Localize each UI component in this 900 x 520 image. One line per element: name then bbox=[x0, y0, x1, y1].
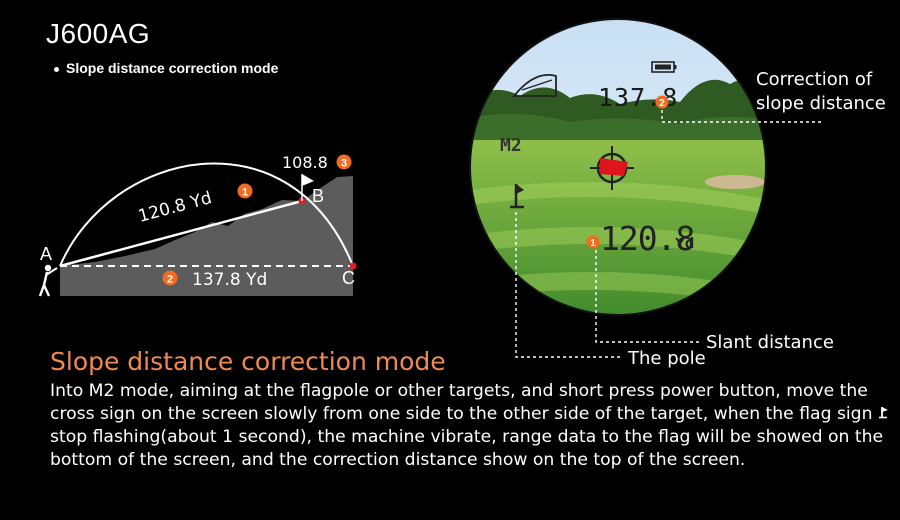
section-description: Into M2 mode, aiming at the flagpole or … bbox=[50, 380, 895, 472]
scope-unit: Yd bbox=[675, 235, 694, 252]
flag-value-label: 108.8 bbox=[282, 153, 328, 172]
scope-badge-1-number: 1 bbox=[590, 238, 596, 249]
golfer-icon bbox=[38, 264, 58, 297]
slant-callout: Slant distance bbox=[706, 332, 834, 353]
point-b-label: B bbox=[312, 186, 324, 206]
badge-3 bbox=[336, 154, 352, 170]
badge-2 bbox=[162, 270, 178, 286]
horizontal-value-label: 137.8 Yd bbox=[192, 270, 267, 290]
description-part2: stop flashing(about 1 second), the machi… bbox=[50, 427, 884, 470]
bullet-icon bbox=[54, 66, 59, 72]
flag-icon bbox=[302, 174, 314, 186]
slant-leader bbox=[595, 250, 700, 343]
scope-badge-2-number: 2 bbox=[659, 98, 665, 109]
pole-flag-icon bbox=[510, 184, 524, 209]
scope-badge-2 bbox=[655, 95, 669, 109]
badge-2-number: 2 bbox=[167, 274, 173, 286]
badge-3-number: 3 bbox=[341, 158, 347, 170]
mode-subtitle-text: Slope distance correction mode bbox=[66, 60, 279, 76]
correction-leader bbox=[661, 110, 822, 123]
page-title: J600AG bbox=[46, 18, 151, 49]
badge-1-number: 1 bbox=[242, 187, 248, 199]
point-c-label: C bbox=[342, 268, 355, 288]
badge-1 bbox=[237, 183, 253, 199]
slope-icon bbox=[512, 74, 557, 97]
slant-line bbox=[59, 199, 303, 268]
scope-mode-label: M2 bbox=[500, 135, 522, 156]
pole-callout: The pole bbox=[628, 348, 706, 369]
pole-leader bbox=[515, 212, 622, 358]
point-a-label: A bbox=[40, 244, 52, 264]
correction-callout-line2: slope distance bbox=[756, 93, 886, 114]
point-c-marker bbox=[349, 262, 357, 270]
scope-bottom-reading: 120.8 bbox=[600, 219, 694, 258]
description-part1: Into M2 mode, aiming at the flagpole or … bbox=[50, 381, 873, 424]
scope-badge-1 bbox=[586, 235, 600, 249]
target-flag-icon bbox=[600, 158, 628, 176]
correction-callout-line1: Correction of bbox=[756, 69, 873, 90]
flag-sign-icon bbox=[878, 407, 888, 419]
correction-callout: Correction of slope distance bbox=[756, 68, 886, 116]
trajectory-arc bbox=[59, 162, 354, 267]
mode-subtitle: Slope distance correction mode bbox=[54, 60, 278, 76]
section-title: Slope distance correction mode bbox=[50, 347, 446, 376]
